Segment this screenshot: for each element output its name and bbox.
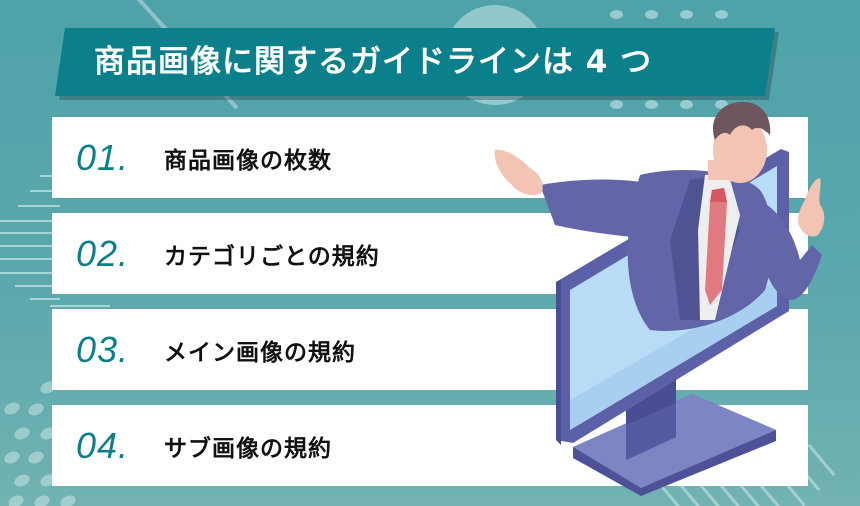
item-number: 03. <box>76 328 130 370</box>
decorative-oval <box>12 425 32 442</box>
decorative-dot <box>645 100 658 109</box>
decorative-dot <box>715 10 728 19</box>
decorative-dot <box>610 100 623 109</box>
decorative-line <box>0 245 60 247</box>
decorative-line <box>50 305 110 307</box>
decorative-oval <box>32 493 52 506</box>
decorative-dot <box>610 10 623 19</box>
item-label: サブ画像の規約 <box>164 435 332 462</box>
businessman-icon <box>494 101 825 331</box>
decorative-oval <box>2 400 22 417</box>
decorative-oval <box>6 493 26 506</box>
item-number: 04. <box>76 424 130 466</box>
item-label: カテゴリごとの規約 <box>164 243 380 270</box>
decorative-line <box>0 272 60 274</box>
item-number: 01. <box>76 136 130 178</box>
decorative-line <box>0 220 60 222</box>
decorative-oval <box>12 472 32 489</box>
decorative-line <box>15 285 60 287</box>
decorative-dot <box>680 10 693 19</box>
decorative-line <box>40 175 60 177</box>
decorative-dot <box>680 100 693 109</box>
item-label: 商品画像の枚数 <box>164 147 332 174</box>
businessman-monitor-illustration <box>494 101 825 496</box>
item-number: 02. <box>76 232 130 274</box>
item-label: メイン画像の規約 <box>164 339 356 366</box>
title-banner <box>55 28 775 96</box>
decorative-line <box>30 190 60 192</box>
decorative-line <box>18 205 60 207</box>
decorative-dot <box>715 100 728 109</box>
decorative-line <box>0 258 60 260</box>
page-title: 商品画像に関するガイドラインは 4 つ <box>94 44 653 80</box>
decorative-line <box>30 298 60 300</box>
decorative-oval <box>2 449 22 466</box>
decorative-oval <box>26 401 46 418</box>
decorative-line <box>0 232 60 234</box>
decorative-oval <box>26 449 46 466</box>
decorative-dot <box>645 10 658 19</box>
decorative-oval <box>58 493 78 506</box>
